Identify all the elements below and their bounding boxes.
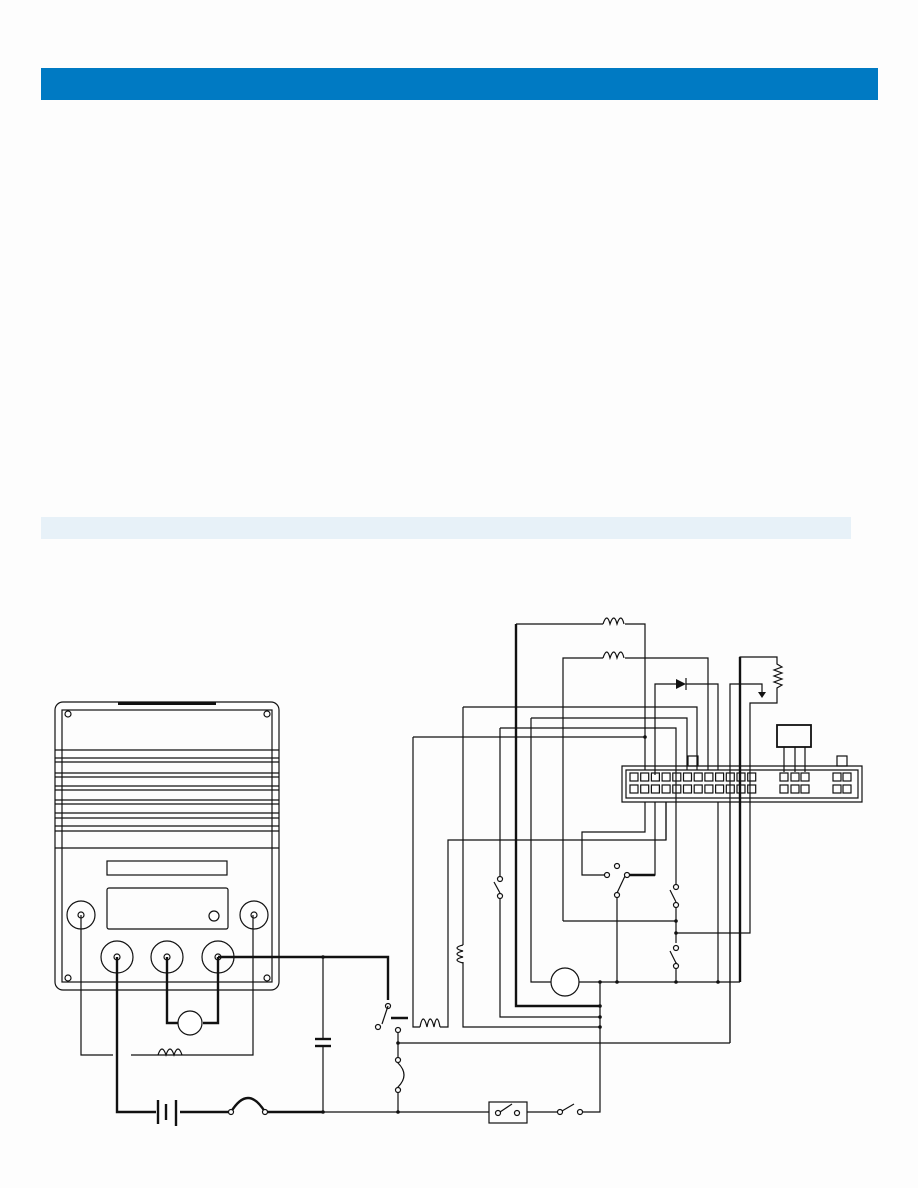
connector-pin — [800, 772, 810, 782]
connector-pin — [842, 772, 852, 782]
connector-pin — [682, 772, 693, 782]
traction-motor — [177, 1010, 203, 1036]
connector-pin — [747, 772, 757, 782]
pump-motor — [550, 967, 580, 997]
connector-pin — [650, 784, 661, 794]
header-bar — [41, 68, 878, 100]
relay-coil-2 — [602, 651, 625, 661]
fuse-icon — [229, 1096, 267, 1113]
connector-pin — [650, 772, 661, 782]
contactor-coil — [419, 1018, 441, 1028]
connector-pin — [736, 772, 746, 782]
connector-pin — [714, 772, 725, 782]
connector-pin — [832, 784, 842, 794]
field-coil — [157, 1048, 183, 1057]
connector-pin — [672, 772, 682, 782]
led-icon — [676, 679, 686, 689]
connector-pin — [661, 772, 671, 782]
connector-pin — [661, 784, 671, 794]
connector-pin — [725, 784, 735, 794]
connector-pin — [725, 772, 735, 782]
connector-pin — [800, 784, 810, 794]
connector-pin — [779, 784, 789, 794]
connector-pin — [640, 784, 650, 794]
display-module — [776, 724, 812, 748]
connector-pin — [704, 772, 714, 782]
heatsink-fins — [55, 749, 279, 849]
connector-pin — [693, 784, 703, 794]
connector-pin — [832, 772, 842, 782]
control-connector — [621, 755, 863, 803]
keyswitch-box — [488, 1101, 528, 1124]
connector-pin — [790, 784, 800, 794]
connector-pin — [640, 772, 650, 782]
connector-pin — [693, 772, 703, 782]
connector-pin — [714, 784, 725, 794]
connector-pin — [682, 784, 693, 794]
section-bar — [41, 517, 851, 539]
connector-pin — [779, 772, 789, 782]
connector-pin — [790, 772, 800, 782]
connector-pin — [629, 772, 639, 782]
connector-pin — [736, 784, 746, 794]
connector-pin — [629, 784, 639, 794]
connector-pin — [672, 784, 682, 794]
relay-coil-3 — [456, 944, 464, 964]
relay-coil-1 — [602, 617, 625, 627]
connector-pin — [704, 784, 714, 794]
motor-controller — [54, 701, 280, 991]
connector-pin — [747, 784, 757, 794]
battery-icon — [156, 1100, 178, 1126]
connector-pin — [842, 784, 852, 794]
